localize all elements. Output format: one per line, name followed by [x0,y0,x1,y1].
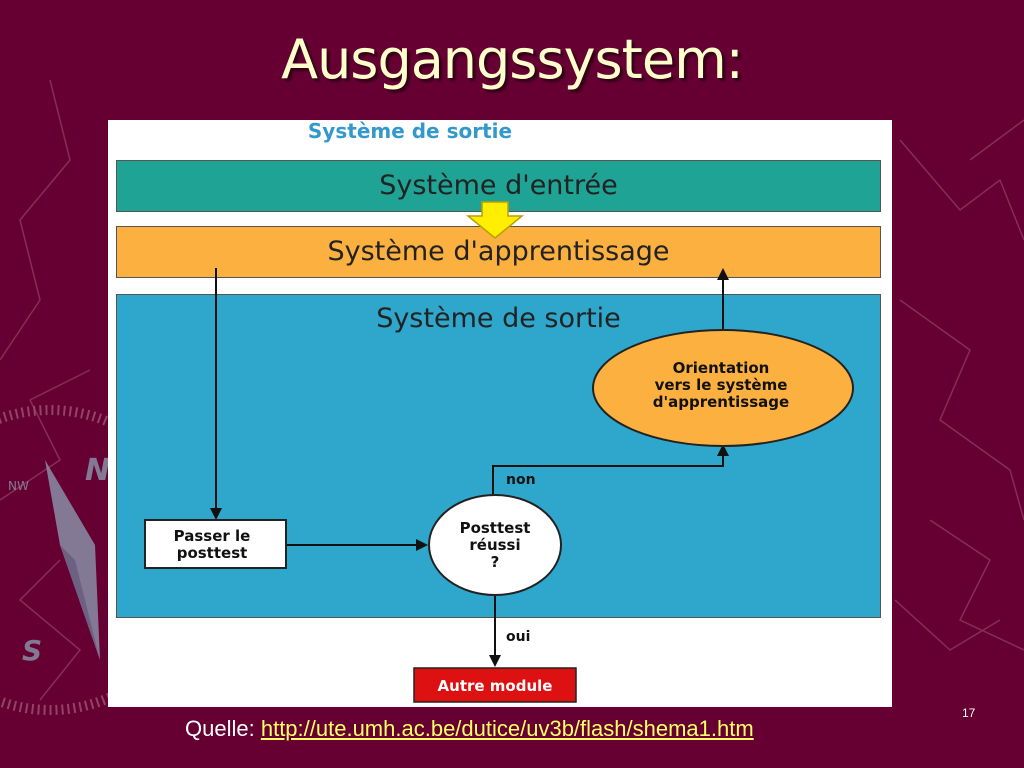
node-orientation-line2: vers le système [654,376,788,394]
node-posttest-reussi [428,494,562,596]
node-passer-text: Passer le posttest [148,528,276,562]
node-posttest-line1: Posttest [459,519,531,537]
node-orientation-line3: d'apprentissage [652,393,790,411]
node-posttest-line2: réussi [469,536,521,554]
svg-text:S: S [22,634,42,667]
slide-title: Ausgangssystem: [281,28,744,91]
svg-text:N: N [85,453,110,488]
slide-number: 17 [962,706,976,720]
source-link[interactable]: http://ute.umh.ac.be/dutice/uv3b/flash/s… [260,716,754,741]
box-systeme-apprentissage-label: Système d'apprentissage [327,236,670,267]
node-posttest-line3: ? [490,553,500,571]
compass-rose: N S NW [0,405,205,715]
arrow-posttest-to-orientation [492,444,729,496]
node-passer-line2: posttest [176,544,248,562]
source-label: Quelle: [185,716,255,741]
diagram-header: Système de sortie [307,119,513,143]
node-passer-le-posttest [144,519,287,569]
svg-text:NW: NW [8,479,29,493]
diagram-connectors [144,201,854,703]
source-footer: Quelle: http://ute.umh.ac.be/dutice/uv3b… [185,716,754,742]
edge-label-oui: oui [506,629,531,645]
edge-label-non: non [506,472,536,488]
node-passer-line1: Passer le [173,527,251,545]
box-systeme-sortie-label: Système de sortie [376,303,621,334]
node-orientation-text: Orientation vers le système d'apprentiss… [596,360,846,411]
diagram-panel: Système de sortie Système d'entrée Systè… [108,120,892,707]
node-orientation-line1: Orientation [672,359,770,377]
node-autre-module [413,667,577,703]
yellow-down-arrow [465,201,525,239]
node-autre-module-label: Autre module [437,677,553,695]
node-posttest-text: Posttest réussi ? [430,520,560,571]
node-orientation [592,329,854,447]
box-systeme-entree-label: Système d'entrée [379,170,618,201]
